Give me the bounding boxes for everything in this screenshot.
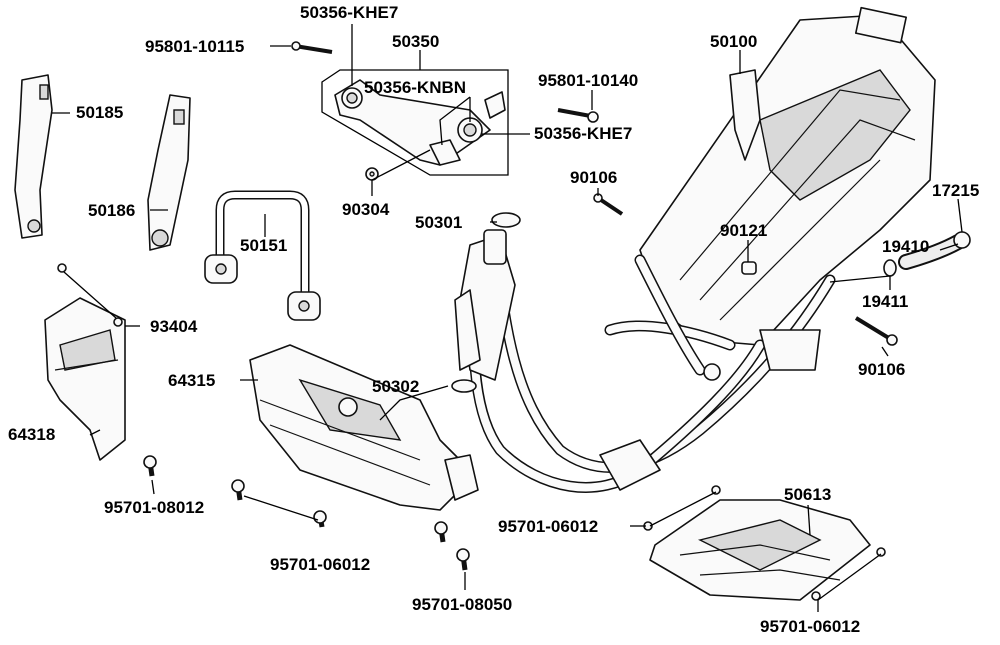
label-50613: 50613 — [784, 485, 831, 504]
bracket-50186 — [147, 94, 191, 251]
label-50151: 50151 — [240, 236, 287, 255]
label-90106-top: 90106 — [570, 168, 617, 187]
label-95701-06012-mid: 95701-06012 — [498, 517, 598, 536]
label-90106-bottom: 90106 — [858, 360, 905, 379]
label-90121: 90121 — [720, 221, 767, 240]
seat-hinge-assembly — [321, 69, 509, 176]
label-50100: 50100 — [710, 32, 757, 51]
label-50186: 50186 — [88, 201, 135, 220]
label-50356-khe7-top: 50356-KHE7 — [300, 3, 398, 22]
u-bracket-50151 — [204, 190, 321, 321]
label-50302: 50302 — [372, 377, 419, 396]
label-95701-08012: 95701-08012 — [104, 498, 204, 517]
bracket-50185 — [14, 74, 53, 239]
cover-64318 — [44, 297, 126, 461]
main-frame — [454, 6, 936, 493]
label-50301: 50301 — [415, 213, 462, 232]
label-64315: 64315 — [168, 371, 215, 390]
label-95701-08050: 95701-08050 — [412, 595, 512, 614]
label-50356-khe7-right: 50356-KHE7 — [534, 124, 632, 143]
label-90304: 90304 — [342, 200, 390, 219]
label-19410: 19410 — [882, 237, 929, 256]
label-95801-10140: 95801-10140 — [538, 71, 638, 90]
carrier-64315 — [249, 344, 479, 511]
label-50185: 50185 — [76, 103, 123, 122]
label-19411: 19411 — [862, 292, 908, 311]
bolts — [57, 41, 971, 601]
label-50350: 50350 — [392, 32, 439, 51]
label-95701-06012-bottom: 95701-06012 — [760, 617, 860, 636]
label-64318: 64318 — [8, 425, 55, 444]
label-93404: 93404 — [150, 317, 198, 336]
part-labels: 50356-KHE7 95801-10115 50350 50356-KNBN … — [8, 3, 979, 636]
label-95701-06012-left: 95701-06012 — [270, 555, 370, 574]
label-50356-knbn: 50356-KNBN — [364, 78, 466, 97]
label-17215: 17215 — [932, 181, 979, 200]
label-95801-10115: 95801-10115 — [145, 37, 244, 56]
skid-plate-50613 — [649, 499, 871, 601]
leader-lines — [52, 24, 963, 612]
